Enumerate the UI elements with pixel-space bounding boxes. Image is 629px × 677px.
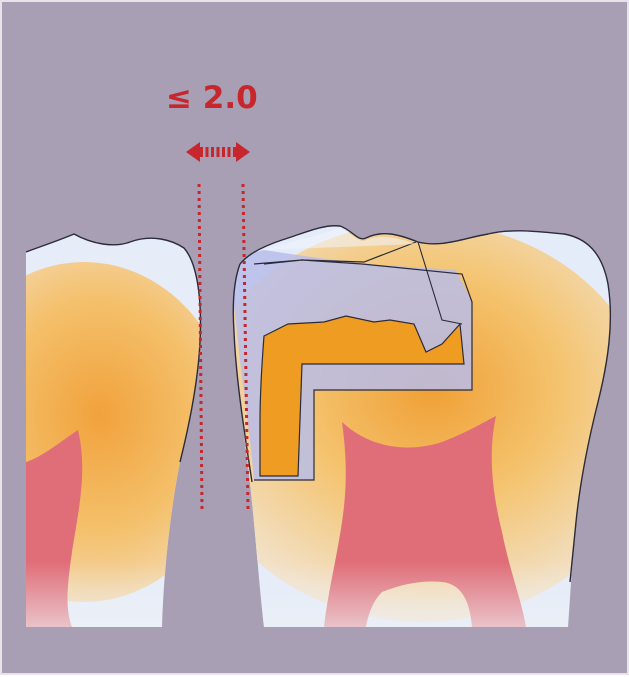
right-tooth xyxy=(192,222,629,632)
double-headed-arrow-icon xyxy=(186,142,250,162)
left-tooth xyxy=(2,234,234,632)
dashed-guide-left xyxy=(199,184,202,510)
measurement-label: ≤ 2.0 xyxy=(166,78,276,118)
